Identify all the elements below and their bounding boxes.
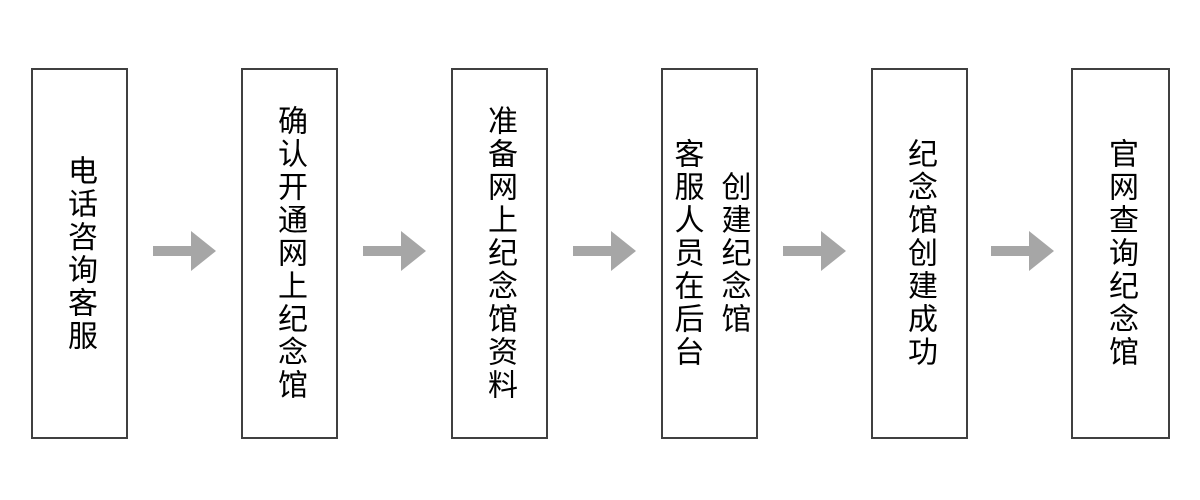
arrow-right-icon bbox=[153, 231, 216, 271]
flow-step-6-label: 官网查询纪念馆 bbox=[1104, 138, 1137, 369]
flow-step-4-label-line-1: 客服人员在后台 bbox=[669, 138, 703, 369]
flow-step-4: 客服人员在后台 创建纪念馆 bbox=[661, 68, 758, 439]
flow-step-4-label-line-2: 创建纪念馆 bbox=[716, 171, 750, 336]
flow-step-3: 准备网上纪念馆资料 bbox=[451, 68, 548, 439]
flow-step-5-label: 纪念馆创建成功 bbox=[903, 138, 936, 369]
flow-step-5: 纪念馆创建成功 bbox=[871, 68, 968, 439]
arrow-right-icon bbox=[783, 231, 846, 271]
flow-step-1-label: 电话咨询客服 bbox=[63, 154, 96, 353]
flow-step-1: 电话咨询客服 bbox=[31, 68, 128, 439]
arrow-right-icon bbox=[363, 231, 426, 271]
flow-step-3-label: 准备网上纪念馆资料 bbox=[483, 105, 516, 402]
flow-step-6: 官网查询纪念馆 bbox=[1071, 68, 1170, 439]
arrow-right-icon bbox=[573, 231, 636, 271]
flow-step-2: 确认开通网上纪念馆 bbox=[241, 68, 338, 439]
arrow-right-icon bbox=[991, 231, 1054, 271]
flow-step-2-label: 确认开通网上纪念馆 bbox=[273, 105, 306, 402]
